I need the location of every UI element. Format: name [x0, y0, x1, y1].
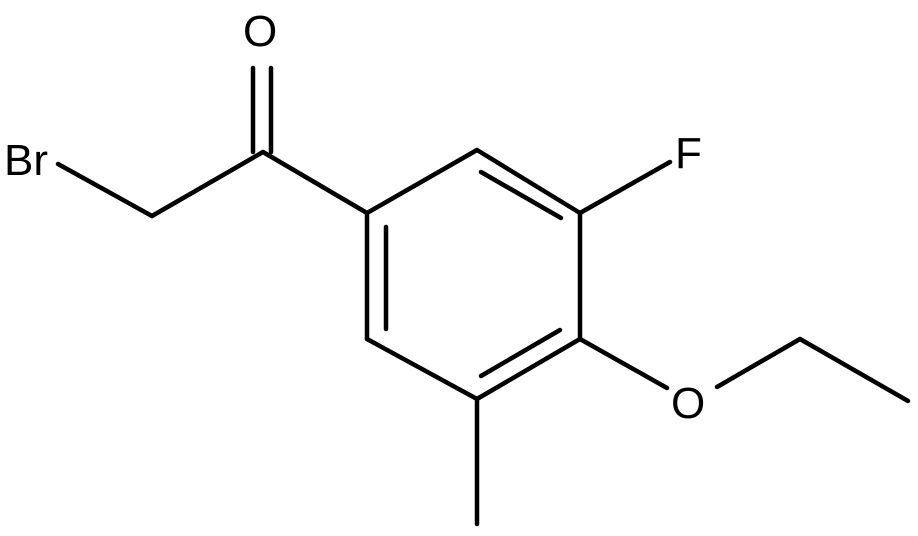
- ring-bond-1: [364, 147, 480, 216]
- bond-carbonyl-ring: [260, 149, 370, 216]
- ring-bond-4: [474, 336, 583, 402]
- bond-br-ch2: [55, 161, 155, 219]
- bond-ether-oxygen-ch2: [714, 336, 803, 390]
- bond-ring-fluorine: [577, 159, 673, 216]
- bond-ethyl-ch2-ch3: [797, 336, 911, 404]
- bond-ch2-carbonyl: [149, 149, 266, 219]
- ring-bond-2: [474, 147, 583, 216]
- atom-label-ether-oxygen: O: [671, 379, 705, 428]
- ring-bond-5: [364, 336, 480, 402]
- atom-label-fluorine: F: [675, 129, 702, 178]
- atom-label-bromine: Br: [4, 136, 48, 185]
- ring-inner-bond-top-right: [478, 169, 564, 221]
- ring-inner-bond-lower-right: [478, 327, 563, 379]
- bond-ring-ether-oxygen: [577, 336, 670, 391]
- atom-label-carbonyl-oxygen: O: [243, 7, 277, 56]
